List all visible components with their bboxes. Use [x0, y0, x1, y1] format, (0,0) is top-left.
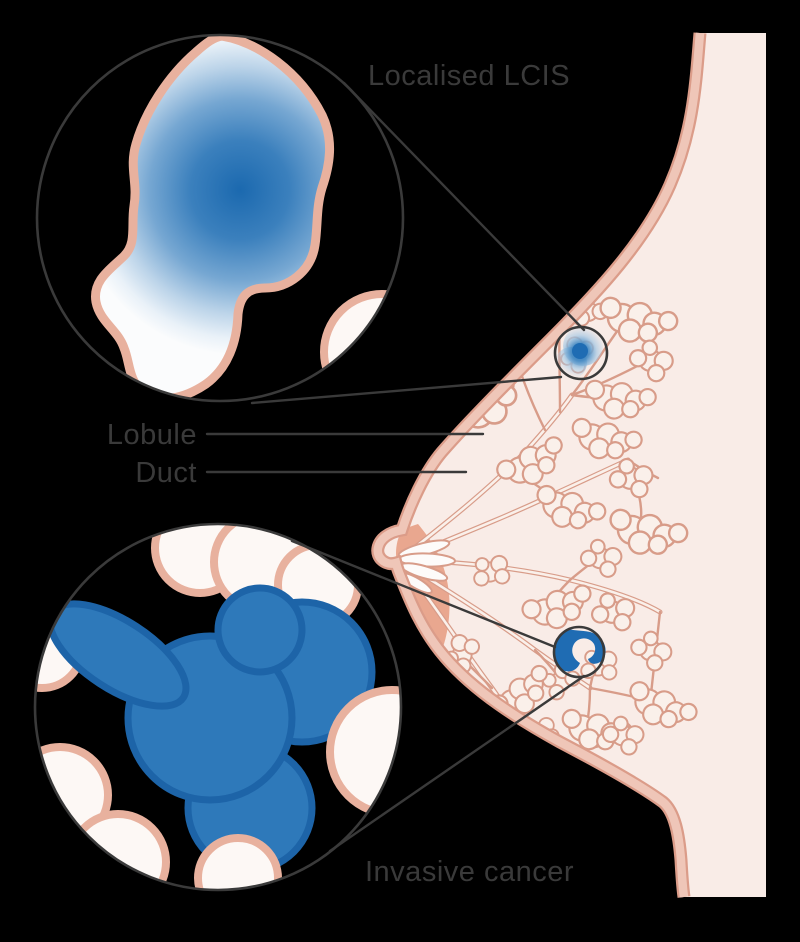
invasive-site-marker-circle [552, 625, 606, 679]
zoom-partial-lobule [194, 834, 282, 890]
label-invasive-cancer: Invasive cancer [365, 856, 574, 888]
skin-band [371, 32, 707, 898]
zoom-partial-lobule [66, 810, 170, 890]
lcis-zoom-circle-outline [35, 33, 405, 403]
breast-illustration [371, 32, 766, 898]
connector-line-lcis-bottom [250, 375, 563, 405]
connector-line-invasive-bottom [328, 674, 586, 853]
connector-lines [250, 81, 586, 853]
label-duct: Duct [135, 457, 197, 489]
labels: Localised LCIS Lobule Duct Invasive canc… [107, 60, 574, 888]
connector-line-lcis-top [342, 81, 586, 332]
invasive-spot [553, 629, 606, 672]
connector-line-invasive-top [290, 539, 557, 649]
pointer-lines [205, 432, 485, 474]
zoom-partial-lobule [326, 686, 401, 818]
nipple-ducts [397, 539, 456, 594]
invasive-tumor-mass [46, 584, 376, 874]
label-localised-lcis: Localised LCIS [368, 60, 570, 92]
lcis-gradient-lobule [91, 35, 335, 401]
label-lobule: Lobule [107, 419, 197, 451]
invasive-zoom-circle-outline [33, 522, 403, 892]
